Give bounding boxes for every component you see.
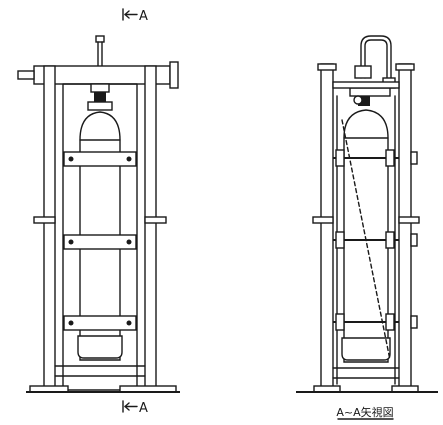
side-clamp-1 (333, 149, 418, 167)
cylinder-band-2 (63, 234, 137, 250)
side-bracket-right (144, 216, 167, 224)
header-pipe-flange (169, 61, 179, 89)
side-post-left (320, 63, 334, 391)
view-caption: A~A矢視図 (336, 405, 393, 419)
side-gas-cylinder (343, 109, 389, 363)
side-post-left-cap (317, 63, 337, 71)
side-clamp-3 (333, 313, 418, 331)
side-view-a-a: A~A矢視図 (296, 35, 438, 420)
cylinder-band-1 (63, 151, 137, 167)
valve-collar (87, 101, 113, 111)
side-clamp-2 (333, 231, 418, 249)
front-view (17, 35, 180, 393)
cylinder-base (77, 335, 123, 359)
pipe-fitting-left (354, 65, 372, 79)
frame-post-right (144, 65, 157, 391)
side-view-bracket-right (398, 216, 420, 224)
section-marker-top-label: A (139, 9, 148, 24)
section-marker-bottom: A (122, 400, 148, 416)
side-post-right (398, 63, 412, 391)
frame-post-left (43, 65, 56, 391)
valve-top (90, 83, 110, 93)
section-marker-bottom-label: A (139, 401, 148, 416)
side-valve-body (358, 96, 370, 106)
valve-header (349, 87, 391, 97)
vent-cap (95, 35, 105, 43)
pipe-loop (360, 35, 392, 87)
valve-body (94, 92, 106, 102)
side-post-right-cap (395, 63, 415, 71)
side-view-bracket-left (312, 216, 334, 224)
side-bracket-left (33, 216, 56, 224)
side-cylinder-base (341, 337, 391, 361)
side-top-crossbar (332, 81, 400, 89)
header-pipe-stub (17, 70, 35, 80)
valve-handwheel (353, 95, 363, 105)
cylinder-band-3 (63, 315, 137, 331)
section-marker-top: A (122, 8, 148, 24)
